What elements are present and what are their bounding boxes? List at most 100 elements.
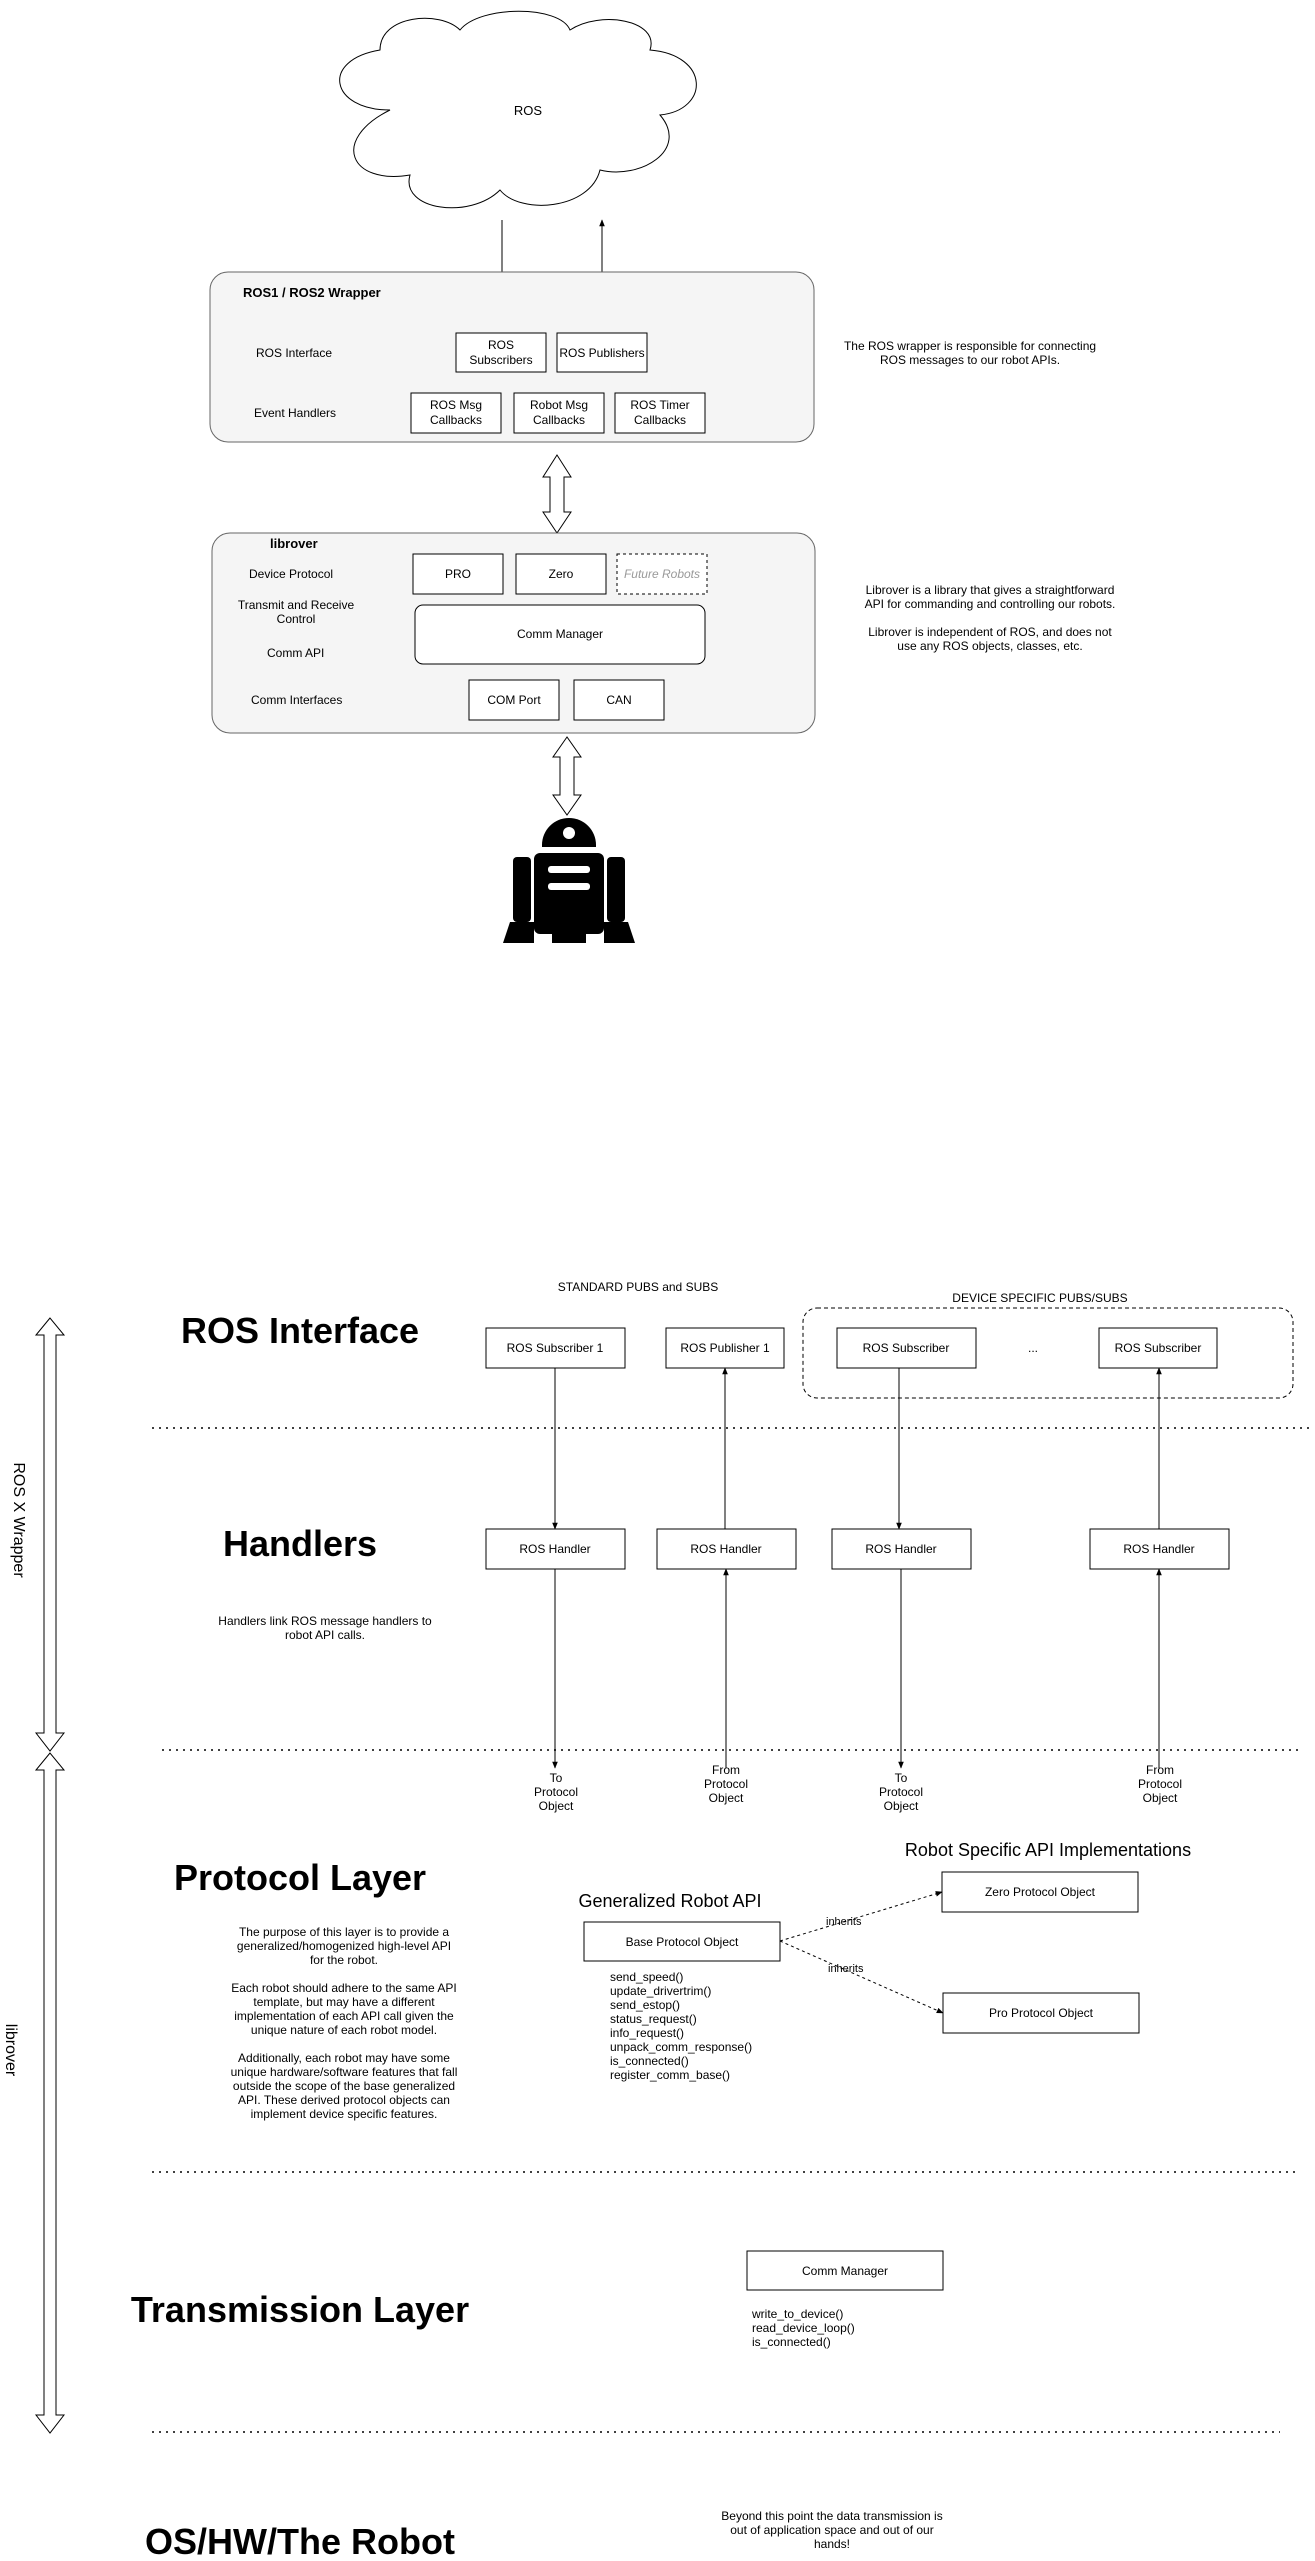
handlers-note-line1: Handlers link ROS message handlers to xyxy=(218,1614,432,1628)
device-specific-label: DEVICE SPECIFIC PUBS/SUBS xyxy=(952,1291,1127,1305)
layer-protocol: Protocol Layer xyxy=(174,1857,426,1898)
protocol-note-line11: unique hardware/software features that f… xyxy=(231,2065,458,2079)
subscribers-line1: ROS xyxy=(488,338,514,352)
ros-timer-callbacks-box xyxy=(614,392,706,434)
device-specific-group xyxy=(802,1307,1294,1399)
ros-subscribers-box xyxy=(455,332,547,373)
from-protocol-2-line1: From xyxy=(1146,1763,1174,1777)
inherits-pro-arrow xyxy=(779,1940,944,2014)
librover-note-line1: Librover is a library that gives a strai… xyxy=(866,583,1115,597)
to-protocol-2-line2: Protocol xyxy=(879,1785,923,1799)
robot-msg-callbacks-box xyxy=(513,392,605,434)
base-protocol-box xyxy=(583,1921,781,1962)
cloud-label: ROS xyxy=(514,103,543,118)
protocol-note-line8: unique nature of each robot model. xyxy=(251,2023,437,2037)
ros-handler-4-label: ROS Handler xyxy=(1123,1542,1194,1556)
wrapper-note-line2: ROS messages to our robot APIs. xyxy=(880,353,1060,367)
robot-specific-title: Robot Specific API Implementations xyxy=(905,1840,1191,1860)
ros-msg-callbacks-box xyxy=(410,392,502,434)
method-info-request: info_request() xyxy=(610,2026,684,2040)
layer-os: OS/HW/The Robot xyxy=(145,2521,455,2561)
librover-robot-double-arrow xyxy=(552,736,582,816)
future-robots-box xyxy=(616,553,708,595)
layer-handlers: Handlers xyxy=(223,1523,377,1564)
can-label: CAN xyxy=(606,693,631,707)
layer-ros-interface: ROS Interface xyxy=(181,1310,419,1351)
subscribers-line2: Subscribers xyxy=(469,353,532,367)
callback-3-line2: Callbacks xyxy=(634,413,686,427)
protocol-note-line5: Each robot should adhere to the same API xyxy=(231,1981,456,1995)
protocol-note-line7: implementation of each API call given th… xyxy=(234,2009,454,2023)
to-protocol-1-line2: Protocol xyxy=(534,1785,578,1799)
publishers-label: ROS Publishers xyxy=(559,346,644,360)
librover-note-line5: use any ROS objects, classes, etc. xyxy=(897,639,1082,653)
wrapper-side-label: ROS X Wrapper xyxy=(10,1462,27,1578)
pro-label: PRO xyxy=(445,567,471,581)
callback-3-line1: ROS Timer xyxy=(630,398,689,412)
standard-pubs-label: STANDARD PUBS and SUBS xyxy=(558,1280,719,1294)
method-update-drivertrim: update_drivertrim() xyxy=(610,1984,711,1998)
ros-handler-3-label: ROS Handler xyxy=(865,1542,936,1556)
callback-1-line1: ROS Msg xyxy=(430,398,482,412)
librover-note-line2: API for commanding and controlling our r… xyxy=(865,597,1116,611)
can-box xyxy=(573,679,665,721)
transmit-label-line1: Transmit and Receive xyxy=(238,598,355,612)
com-port-box xyxy=(468,679,560,721)
ros-handler-1-box xyxy=(485,1528,626,1570)
wrapper-span-arrow xyxy=(34,1317,66,1752)
librover-side-label: librover xyxy=(2,2024,19,2077)
wrapper-title: ROS1 / ROS2 Wrapper xyxy=(243,285,381,300)
protocol-note-line3: for the robot. xyxy=(310,1953,378,1967)
protocol-note: The purpose of this layer is to provide … xyxy=(231,1925,458,2121)
comm-manager-label: Comm Manager xyxy=(802,2264,888,2278)
method-status-request: status_request() xyxy=(610,2012,697,2026)
ros-subscriber-a-box xyxy=(836,1327,977,1369)
ros-handler-2-box xyxy=(656,1528,797,1570)
from-protocol-2-line3: Object xyxy=(1143,1791,1178,1805)
pro-box xyxy=(412,553,504,595)
method-is-connected: is_connected() xyxy=(610,2054,689,2068)
method-write-to-device: write_to_device() xyxy=(751,2307,843,2321)
base-protocol-label: Base Protocol Object xyxy=(626,1935,739,1949)
pro-protocol-label: Pro Protocol Object xyxy=(989,2006,1094,2020)
protocol-note-line12: outside the scope of the base generalize… xyxy=(233,2079,455,2093)
librover-note-line4: Librover is independent of ROS, and does… xyxy=(868,625,1112,639)
os-note-line3: hands! xyxy=(814,2537,850,2551)
librover-span-arrow xyxy=(34,1752,66,2434)
transmit-label-line2: Control xyxy=(277,612,316,626)
method-read-device-loop: read_device_loop() xyxy=(752,2321,855,2335)
zero-box xyxy=(515,553,607,595)
method-unpack-comm-response: unpack_comm_response() xyxy=(610,2040,752,2054)
protocol-note-line14: implement device specific features. xyxy=(251,2107,438,2121)
protocol-note-line2: generalized/homogenized high-level API xyxy=(237,1939,451,1953)
zero-protocol-label: Zero Protocol Object xyxy=(985,1885,1096,1899)
protocol-note-line1: The purpose of this layer is to provide … xyxy=(239,1925,449,1939)
ros-subscriber-b-box xyxy=(1098,1327,1218,1369)
callback-2-line2: Callbacks xyxy=(533,413,585,427)
librover-title: librover xyxy=(270,536,318,551)
comm-interfaces-label: Comm Interfaces xyxy=(251,693,342,707)
base-methods-list: send_speed() update_drivertrim() send_es… xyxy=(610,1970,752,2082)
ros-handler-1-label: ROS Handler xyxy=(519,1542,590,1556)
from-protocol-1-line1: From xyxy=(712,1763,740,1777)
inherits-label-2: inherits xyxy=(828,1963,864,1975)
event-handlers-label: Event Handlers xyxy=(254,406,336,420)
ros-handler-3-box xyxy=(831,1528,972,1570)
protocol-note-line13: API. These derived protocol objects can xyxy=(238,2093,450,2107)
ros-handler-4-box xyxy=(1089,1528,1230,1570)
to-protocol-1-line3: Object xyxy=(539,1799,574,1813)
method-send-speed: send_speed() xyxy=(610,1970,683,1984)
ros-publisher-1-box xyxy=(665,1327,785,1369)
callback-2-line1: Robot Msg xyxy=(530,398,588,412)
wrapper-note-line1: The ROS wrapper is responsible for conne… xyxy=(844,339,1096,353)
ros-cloud xyxy=(339,10,697,209)
os-note-line1: Beyond this point the data transmission … xyxy=(721,2509,942,2523)
from-protocol-1-line3: Object xyxy=(709,1791,744,1805)
inherits-zero-arrow xyxy=(779,1891,943,1942)
from-protocol-2-line2: Protocol xyxy=(1138,1777,1182,1791)
ros-subscriber-a-label: ROS Subscriber xyxy=(863,1341,950,1355)
zero-protocol-box xyxy=(941,1871,1139,1913)
ros-subscriber-1-label: ROS Subscriber 1 xyxy=(507,1341,604,1355)
wrapper-librover-double-arrow xyxy=(542,454,572,534)
